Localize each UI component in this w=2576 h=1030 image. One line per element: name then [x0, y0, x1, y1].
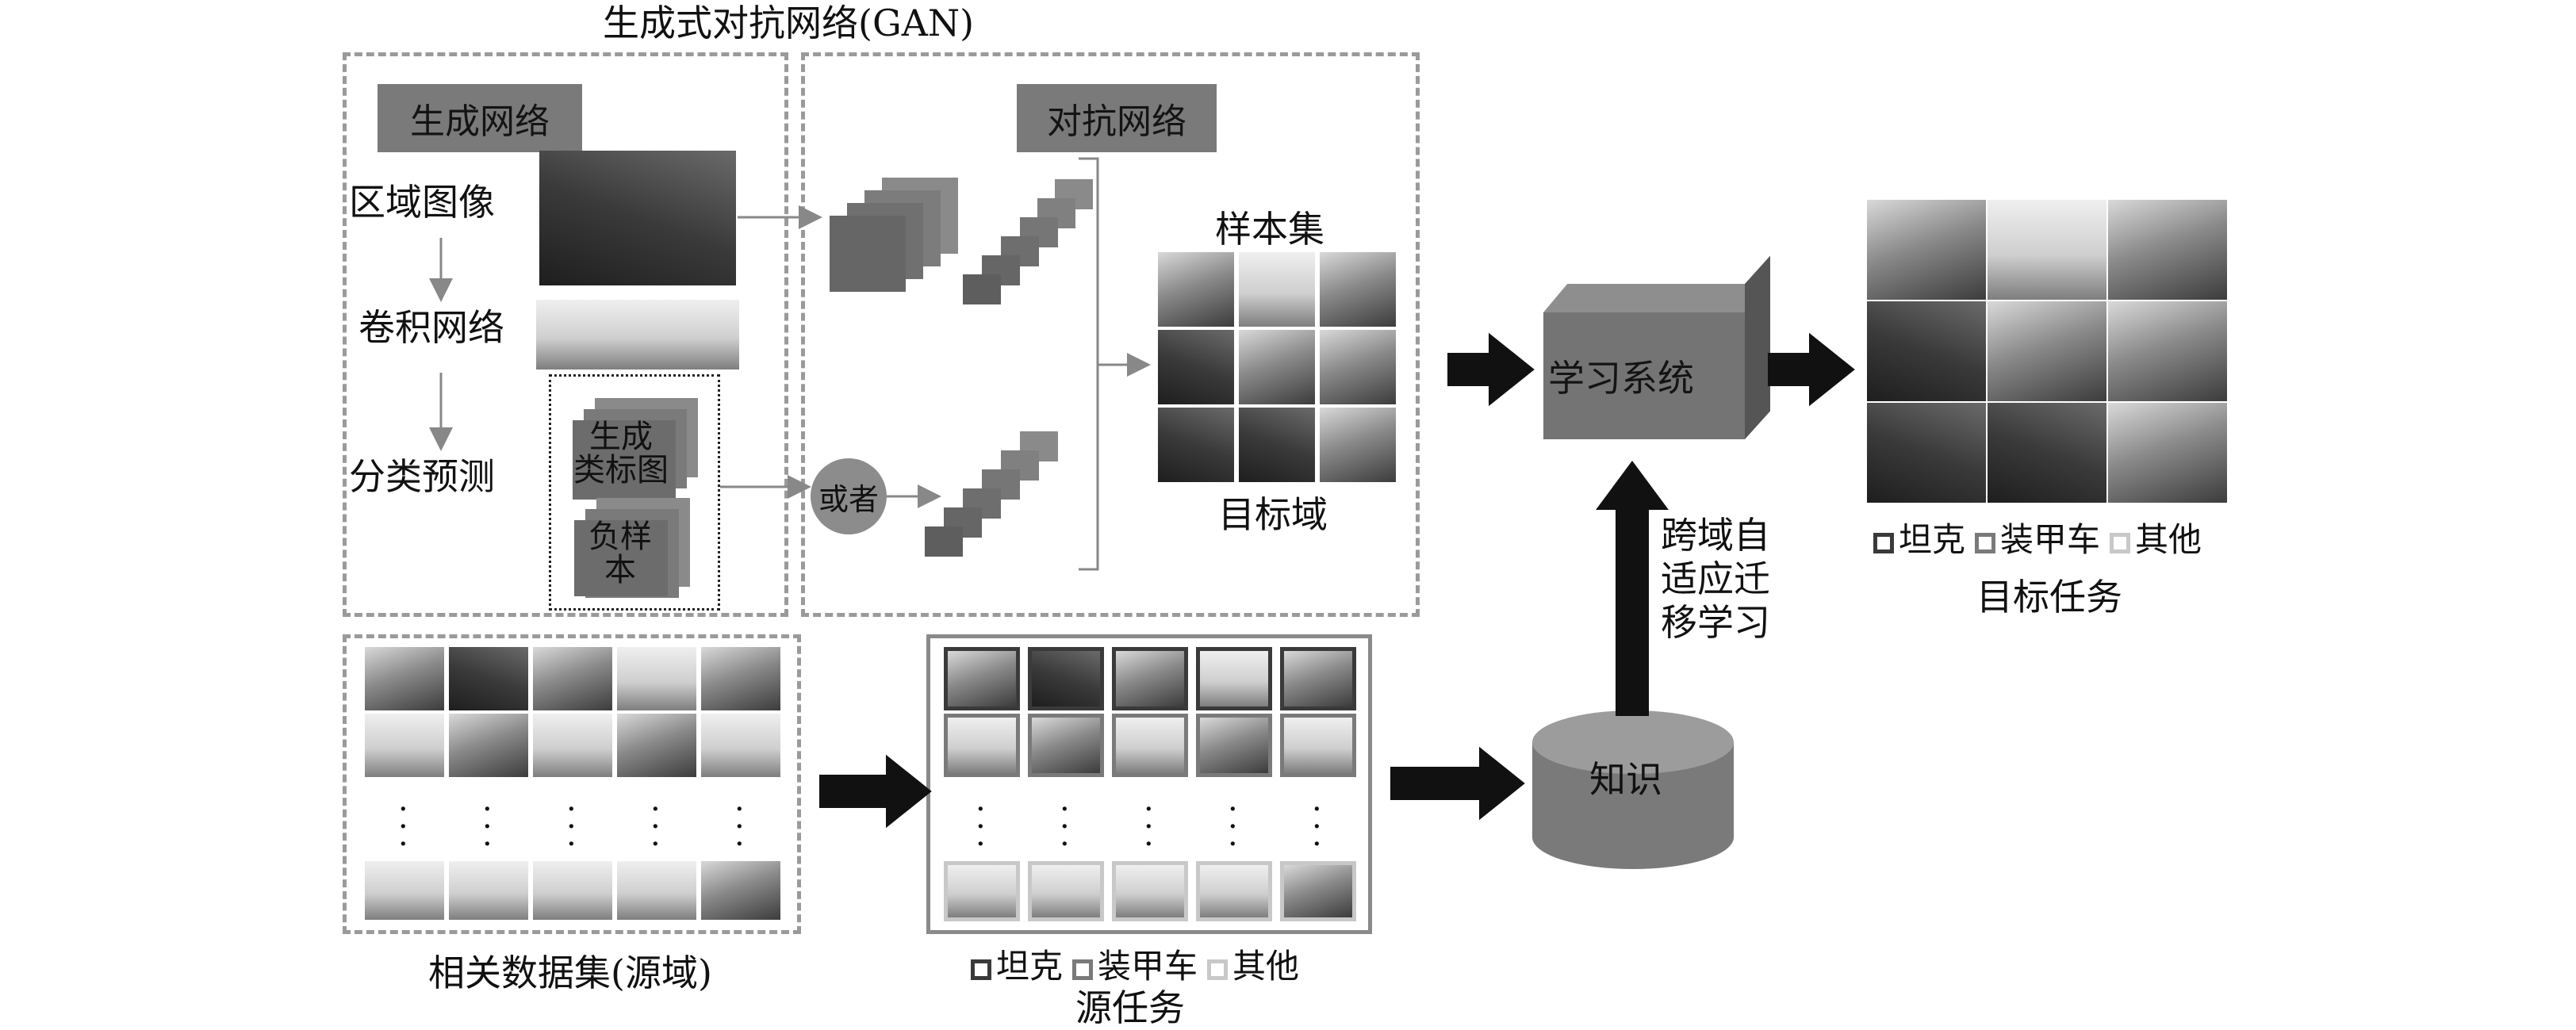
target-thumb — [2108, 200, 2227, 300]
sample-set-label: 样本集 — [1215, 208, 1324, 251]
source-thumb — [533, 714, 612, 777]
sample-thumb — [1158, 330, 1234, 404]
source-thumb — [617, 714, 696, 777]
source-task-thumb — [1280, 647, 1356, 710]
target-thumb — [1988, 301, 2106, 401]
sample-thumb — [1239, 408, 1315, 482]
sample-thumb — [1158, 408, 1234, 482]
transfer-label: 跨域自 适应迁 移学习 — [1661, 514, 1770, 645]
source-task-label: 源任务 — [1075, 986, 1185, 1029]
adversarial-region — [801, 52, 1420, 617]
region-image-thumbnail — [539, 151, 736, 285]
sample-thumb — [1320, 330, 1396, 404]
source-thumb — [701, 861, 780, 920]
target-thumb — [2108, 403, 2227, 503]
source-thumb — [617, 647, 696, 710]
big-arrow — [819, 332, 1855, 829]
source-thumb — [617, 861, 696, 920]
source-task-thumb — [1112, 714, 1188, 777]
target-thumb — [1867, 200, 1986, 300]
generator-title: 生成网络 — [378, 84, 582, 152]
target-task-label: 目标任务 — [1976, 576, 2122, 618]
adversarial-layer-stack-upper — [963, 274, 1001, 304]
source-task-thumb — [1280, 714, 1356, 777]
knowledge-store: 知识 — [1589, 758, 1662, 801]
target-thumb — [1988, 200, 2106, 300]
source-thumb — [365, 647, 444, 710]
source-task-thumb — [1112, 647, 1188, 710]
source-task-region — [926, 634, 1372, 934]
source-thumb — [449, 647, 528, 710]
source-dataset-region — [343, 634, 801, 934]
source-thumb — [449, 714, 528, 777]
step-region-image: 区域图像 — [349, 181, 495, 224]
source-thumb — [533, 861, 612, 920]
gan-title: 生成式对抗网络(GAN) — [603, 2, 975, 44]
or-node: 或者 — [811, 458, 887, 534]
generator-region — [343, 52, 788, 617]
sample-thumb — [1158, 252, 1234, 327]
negative-sample: 负样 本 — [588, 519, 652, 588]
adversarial-layer-stack-lower — [925, 526, 963, 557]
source-task-thumb — [1280, 861, 1356, 921]
merge-bracket — [1079, 157, 1099, 571]
target-thumb — [1867, 301, 1986, 401]
source-legend: 坦克装甲车其他 — [971, 950, 1309, 983]
source-task-thumb — [944, 647, 1020, 710]
sample-thumb — [1320, 252, 1396, 327]
source-task-thumb — [944, 714, 1020, 777]
source-thumb — [533, 647, 612, 710]
source-task-thumb — [1196, 714, 1272, 777]
sample-thumb — [1239, 330, 1315, 404]
source-thumb — [365, 714, 444, 777]
source-dataset-label: 相关数据集(源域) — [428, 952, 712, 994]
source-thumb — [701, 647, 780, 710]
source-task-thumb — [1196, 861, 1272, 921]
source-task-thumb — [1028, 714, 1104, 777]
source-task-thumb — [1028, 647, 1104, 710]
sample-thumb — [1239, 252, 1315, 327]
target-thumb — [1988, 403, 2106, 503]
source-thumb — [449, 861, 528, 920]
sample-thumb — [1320, 408, 1396, 482]
adversarial-feature-stack — [830, 216, 906, 292]
step-class-predict: 分类预测 — [349, 455, 495, 498]
adversarial-title: 对抗网络 — [1017, 84, 1217, 152]
source-task-thumb — [944, 861, 1020, 921]
step-conv-net: 卷积网络 — [358, 306, 504, 349]
source-task-thumb — [1196, 647, 1272, 710]
learning-system: 学习系统 — [1543, 312, 1745, 439]
target-thumb — [2108, 301, 2227, 401]
target-thumb — [1867, 403, 1986, 503]
prediction-output-box — [549, 374, 720, 611]
source-thumb — [701, 714, 780, 777]
conv-feature-thumbnail — [536, 300, 739, 369]
target-domain-label: 目标域 — [1218, 493, 1328, 536]
target-legend: 坦克装甲车其他 — [1873, 523, 2211, 557]
source-task-thumb — [1112, 861, 1188, 921]
source-thumb — [365, 861, 444, 920]
generated-label-map: 生成 类标图 — [573, 419, 669, 488]
source-task-thumb — [1028, 861, 1104, 921]
